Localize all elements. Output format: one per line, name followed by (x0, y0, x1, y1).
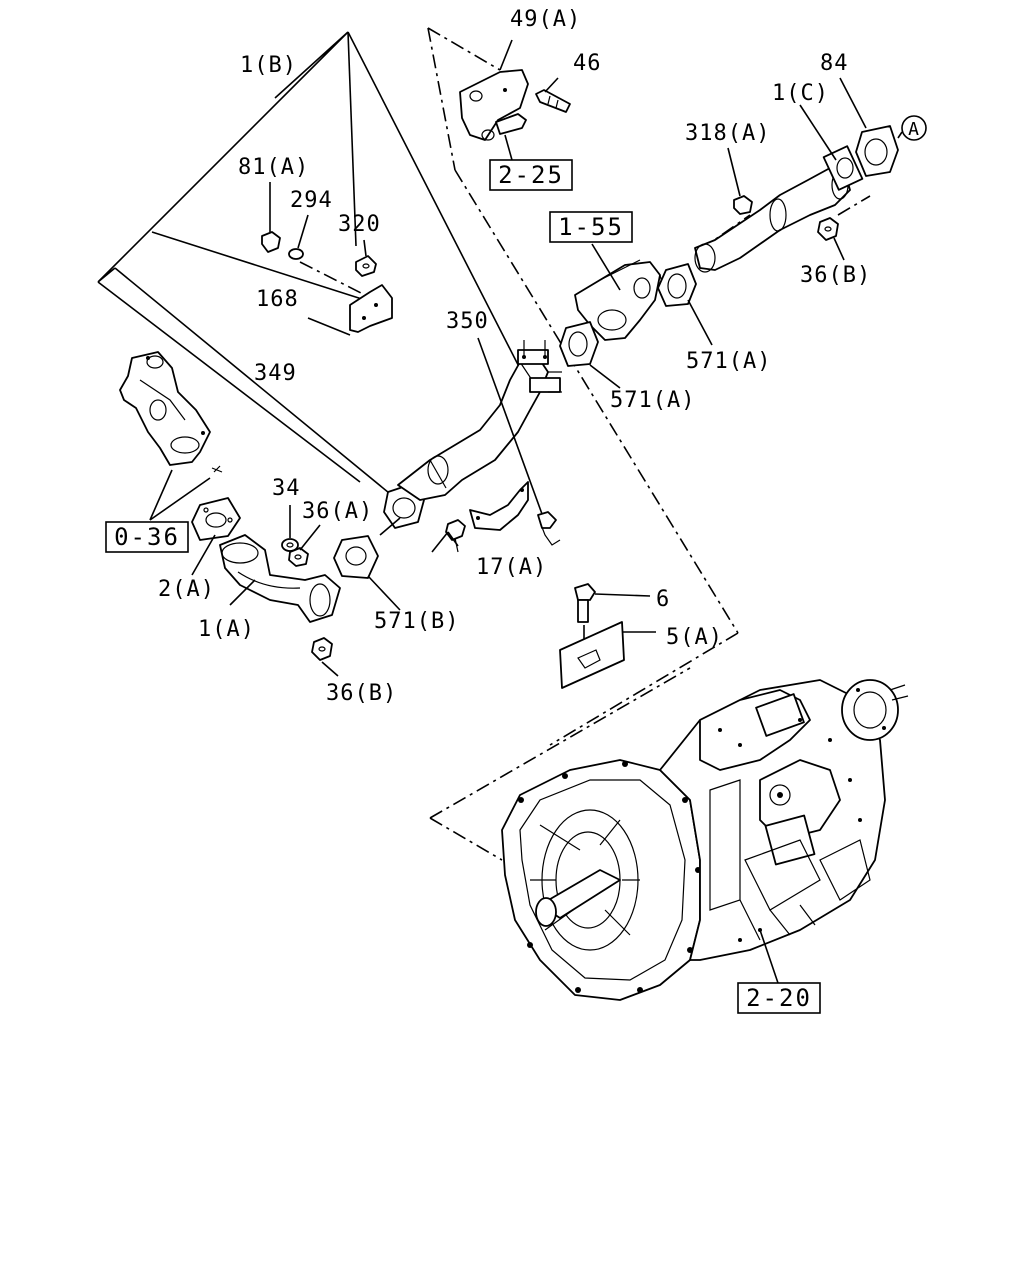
ref-box-0-36[interactable]: 0-36 (105, 521, 189, 553)
ref-2-20-label: 2-20 (746, 984, 812, 1012)
label-49a: 49(A) (510, 7, 581, 32)
ref-1-55-label: 1-55 (558, 213, 624, 241)
bolt-49a-lower (495, 113, 527, 161)
nut-36a (288, 524, 321, 567)
group-brackets (97, 27, 871, 861)
label-571a-2: 571(A) (610, 388, 695, 413)
ref-0-36-label: 0-36 (114, 523, 180, 551)
bracket-49a (459, 39, 529, 141)
washer-294 (288, 214, 309, 260)
gasket-2a (191, 497, 241, 576)
label-1a: 1(A) (198, 617, 255, 642)
label-34: 34 (272, 476, 301, 501)
bolt-350 (477, 337, 561, 546)
label-1c: 1(C) (772, 81, 829, 106)
plate-5a (559, 621, 656, 689)
label-349: 349 (254, 361, 297, 386)
ref-box-1-55[interactable]: 1-55 (549, 211, 633, 243)
bracket-168 (307, 284, 393, 336)
nut-36b-top (817, 217, 845, 261)
label-571a-1: 571(A) (686, 349, 771, 374)
transmission-assembly (501, 679, 909, 1001)
exhaust-pipe-350 (397, 340, 562, 501)
label-46: 46 (573, 51, 602, 76)
label-6: 6 (656, 587, 670, 612)
label-36b-bottom: 36(B) (326, 681, 397, 706)
label-168: 168 (256, 287, 299, 312)
gasket-571b (333, 535, 401, 611)
label-320: 320 (338, 212, 381, 237)
circle-a-marker: A (897, 115, 927, 141)
washer-34 (281, 505, 299, 552)
bolt-6 (574, 583, 651, 640)
label-36b-top: 36(B) (800, 263, 871, 288)
label-1b: 1(B) (240, 53, 297, 78)
gasket-571a-right (657, 263, 713, 346)
circle-a-label: A (908, 119, 920, 140)
exhaust-manifold (119, 351, 223, 521)
nut-320 (355, 239, 377, 277)
bolt-46 (535, 77, 571, 113)
label-36a: 36(A) (302, 499, 373, 524)
nut-36b-bottom (311, 637, 339, 677)
bracket-lower (469, 481, 529, 531)
label-294: 294 (290, 188, 333, 213)
gasket-571a-left (559, 321, 621, 389)
label-5a: 5(A) (666, 625, 723, 650)
nut-318a (727, 147, 753, 215)
ref-box-2-25[interactable]: 2-25 (489, 159, 573, 191)
bolt-17a (431, 519, 466, 553)
exhaust-pipe-1a (219, 534, 341, 623)
label-350: 350 (446, 309, 489, 334)
nut-81a (261, 182, 281, 253)
ref-box-2-20[interactable]: 2-20 (737, 982, 821, 1014)
label-81a: 81(A) (238, 155, 309, 180)
gasket-84 (839, 77, 899, 177)
label-84: 84 (820, 51, 849, 76)
label-17a: 17(A) (476, 555, 547, 580)
ref-2-25-label: 2-25 (498, 161, 564, 189)
label-2a: 2(A) (158, 577, 215, 602)
part-labels: 1(B) 49(A) 46 84 1(C) 318(A) 81(A) 294 3… (158, 7, 871, 706)
label-318a: 318(A) (685, 121, 770, 146)
label-571b: 571(B) (374, 609, 459, 634)
exhaust-pipe-1c (694, 104, 864, 273)
